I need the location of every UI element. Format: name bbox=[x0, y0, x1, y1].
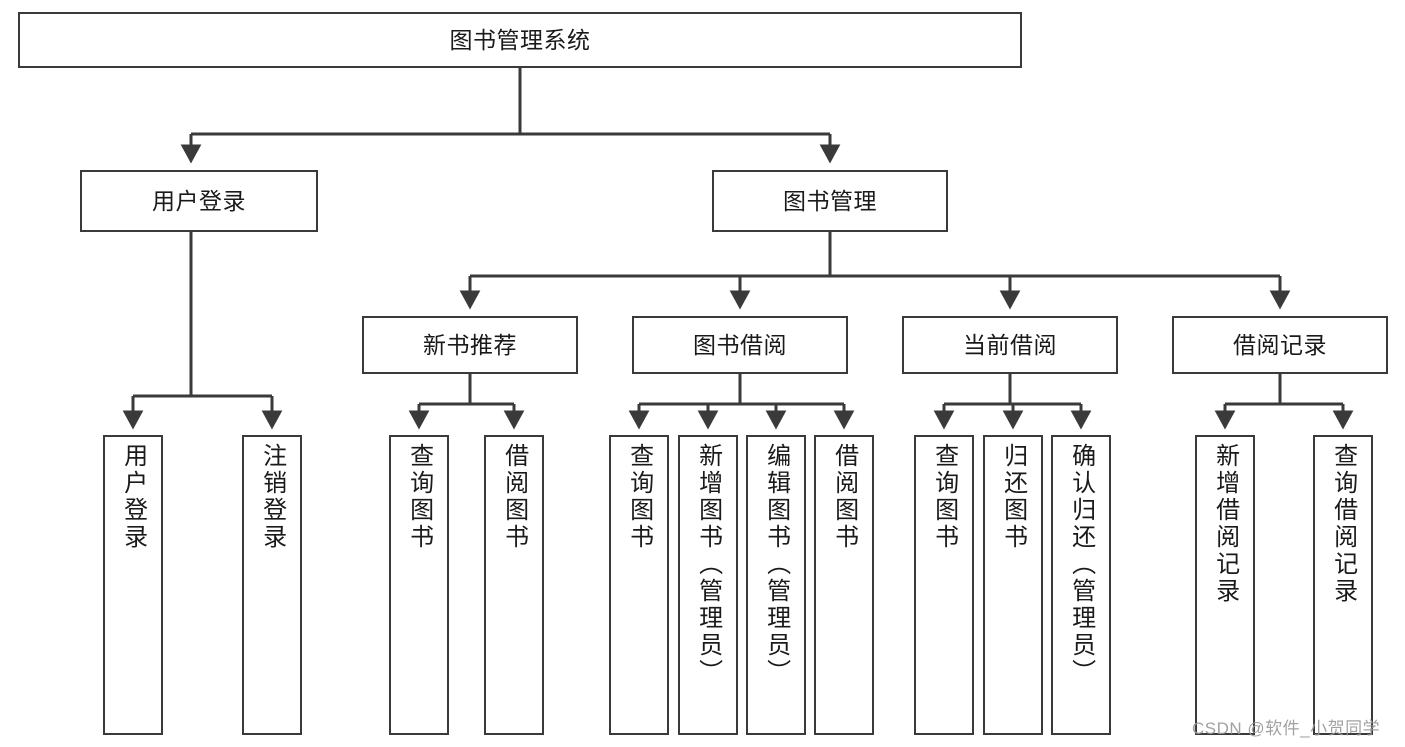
node-borrow-records[interactable]: 借阅记录 bbox=[1172, 316, 1388, 374]
leaf-query-books-borrow[interactable]: 查询图书 bbox=[609, 435, 669, 735]
leaf-logout[interactable]: 注销登录 bbox=[242, 435, 302, 735]
leaf-confirm-return-admin[interactable]: 确认归还（管理员） bbox=[1051, 435, 1111, 735]
leaf-borrow-books-label: 借阅图书 bbox=[830, 443, 858, 551]
leaf-edit-book-admin-label: 编辑图书（管理员） bbox=[762, 443, 790, 686]
leaf-add-book-admin-label: 新增图书（管理员） bbox=[694, 443, 722, 686]
leaf-query-borrow-record-label: 查询借阅记录 bbox=[1329, 443, 1357, 605]
leaf-query-borrow-record[interactable]: 查询借阅记录 bbox=[1313, 435, 1373, 735]
leaf-query-books-recommend-label: 查询图书 bbox=[405, 443, 433, 551]
leaf-query-books-recommend[interactable]: 查询图书 bbox=[389, 435, 449, 735]
leaf-add-borrow-record-label: 新增借阅记录 bbox=[1211, 443, 1239, 605]
leaf-borrow-books-recommend-label: 借阅图书 bbox=[500, 443, 528, 551]
leaf-return-books-label: 归还图书 bbox=[999, 443, 1027, 551]
leaf-query-books-borrow-label: 查询图书 bbox=[625, 443, 653, 551]
node-root[interactable]: 图书管理系统 bbox=[18, 12, 1022, 68]
node-book-borrow-label: 图书借阅 bbox=[693, 331, 787, 358]
leaf-query-books-current-label: 查询图书 bbox=[930, 443, 958, 551]
leaf-edit-book-admin[interactable]: 编辑图书（管理员） bbox=[746, 435, 806, 735]
node-new-book-recommend-label: 新书推荐 bbox=[423, 331, 517, 358]
node-current-borrow[interactable]: 当前借阅 bbox=[902, 316, 1118, 374]
node-user-login[interactable]: 用户登录 bbox=[80, 170, 318, 232]
leaf-user-login[interactable]: 用户登录 bbox=[103, 435, 163, 735]
leaf-return-books[interactable]: 归还图书 bbox=[983, 435, 1043, 735]
node-book-management-label: 图书管理 bbox=[783, 187, 877, 214]
node-book-management[interactable]: 图书管理 bbox=[712, 170, 948, 232]
leaf-add-borrow-record[interactable]: 新增借阅记录 bbox=[1195, 435, 1255, 735]
node-book-borrow[interactable]: 图书借阅 bbox=[632, 316, 848, 374]
node-borrow-records-label: 借阅记录 bbox=[1233, 331, 1327, 358]
leaf-confirm-return-admin-label: 确认归还（管理员） bbox=[1067, 443, 1095, 686]
leaf-borrow-books[interactable]: 借阅图书 bbox=[814, 435, 874, 735]
node-user-login-label: 用户登录 bbox=[152, 187, 246, 214]
csdn-watermark: CSDN @软件_小贺同学 bbox=[1192, 719, 1381, 738]
leaf-add-book-admin[interactable]: 新增图书（管理员） bbox=[678, 435, 738, 735]
leaf-query-books-current[interactable]: 查询图书 bbox=[914, 435, 974, 735]
node-new-book-recommend[interactable]: 新书推荐 bbox=[362, 316, 578, 374]
leaf-borrow-books-recommend[interactable]: 借阅图书 bbox=[484, 435, 544, 735]
node-current-borrow-label: 当前借阅 bbox=[963, 331, 1057, 358]
leaf-logout-label: 注销登录 bbox=[258, 443, 286, 551]
node-root-label: 图书管理系统 bbox=[449, 26, 591, 53]
leaf-user-login-label: 用户登录 bbox=[119, 443, 147, 551]
